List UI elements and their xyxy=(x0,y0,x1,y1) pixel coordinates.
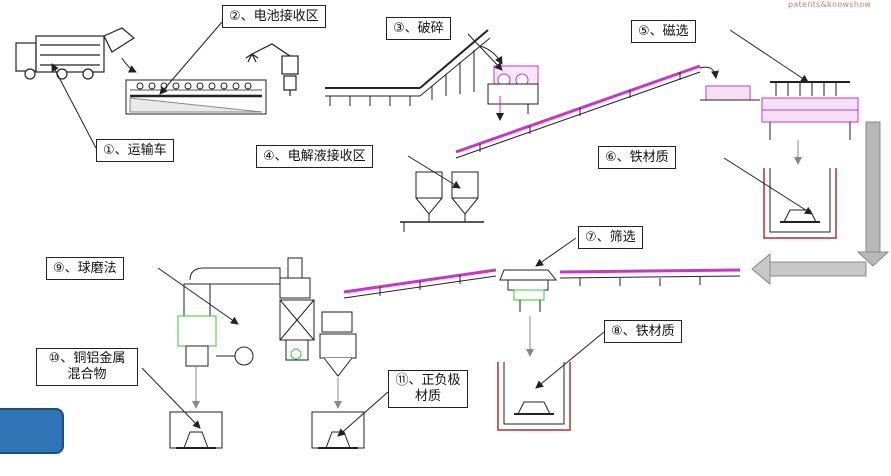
screening-conveyors-drawing xyxy=(343,268,741,357)
label-magnetic-separation: ⑤、磁选 xyxy=(631,20,696,43)
flow-arrow-right-side xyxy=(751,121,890,286)
label-electrolyte-receiving: ④、电解液接收区 xyxy=(256,145,373,168)
magnetic-separation-drawing xyxy=(700,81,859,165)
main-conveyor-drawing xyxy=(455,64,719,159)
label-ball-milling: ⑨、球磨法 xyxy=(46,257,124,280)
transport-truck-drawing xyxy=(15,27,136,80)
label-crushing: ③、破碎 xyxy=(386,17,451,40)
iron-bin-2-drawing xyxy=(497,362,571,431)
output-bins-drawing xyxy=(169,411,365,449)
iron-bin-1-drawing xyxy=(763,168,837,239)
watermark-text: patents&knowshow xyxy=(788,0,872,9)
label-screening: ⑦、筛选 xyxy=(578,226,643,249)
label-transport-truck: ①、运输车 xyxy=(96,139,174,162)
grab-crane-drawing xyxy=(245,43,299,96)
corner-nav-button[interactable] xyxy=(0,408,64,454)
label-electrode-material: ⑪、正负极材质 xyxy=(388,370,468,408)
crushing-drawing xyxy=(325,29,539,121)
electrolyte-receiving-drawing xyxy=(400,171,484,232)
battery-receiving-drawing xyxy=(121,57,267,115)
ball-mill-drawing xyxy=(177,257,357,409)
label-iron-material-2: ⑧、铁材质 xyxy=(604,320,682,343)
label-battery-receiving: ②、电池接收区 xyxy=(222,5,326,28)
label-copper-aluminum-mix: ⑩、铜铝金属混合物 xyxy=(36,348,138,386)
leader-lines xyxy=(51,21,813,437)
label-iron-material-1: ⑥、铁材质 xyxy=(598,146,676,169)
